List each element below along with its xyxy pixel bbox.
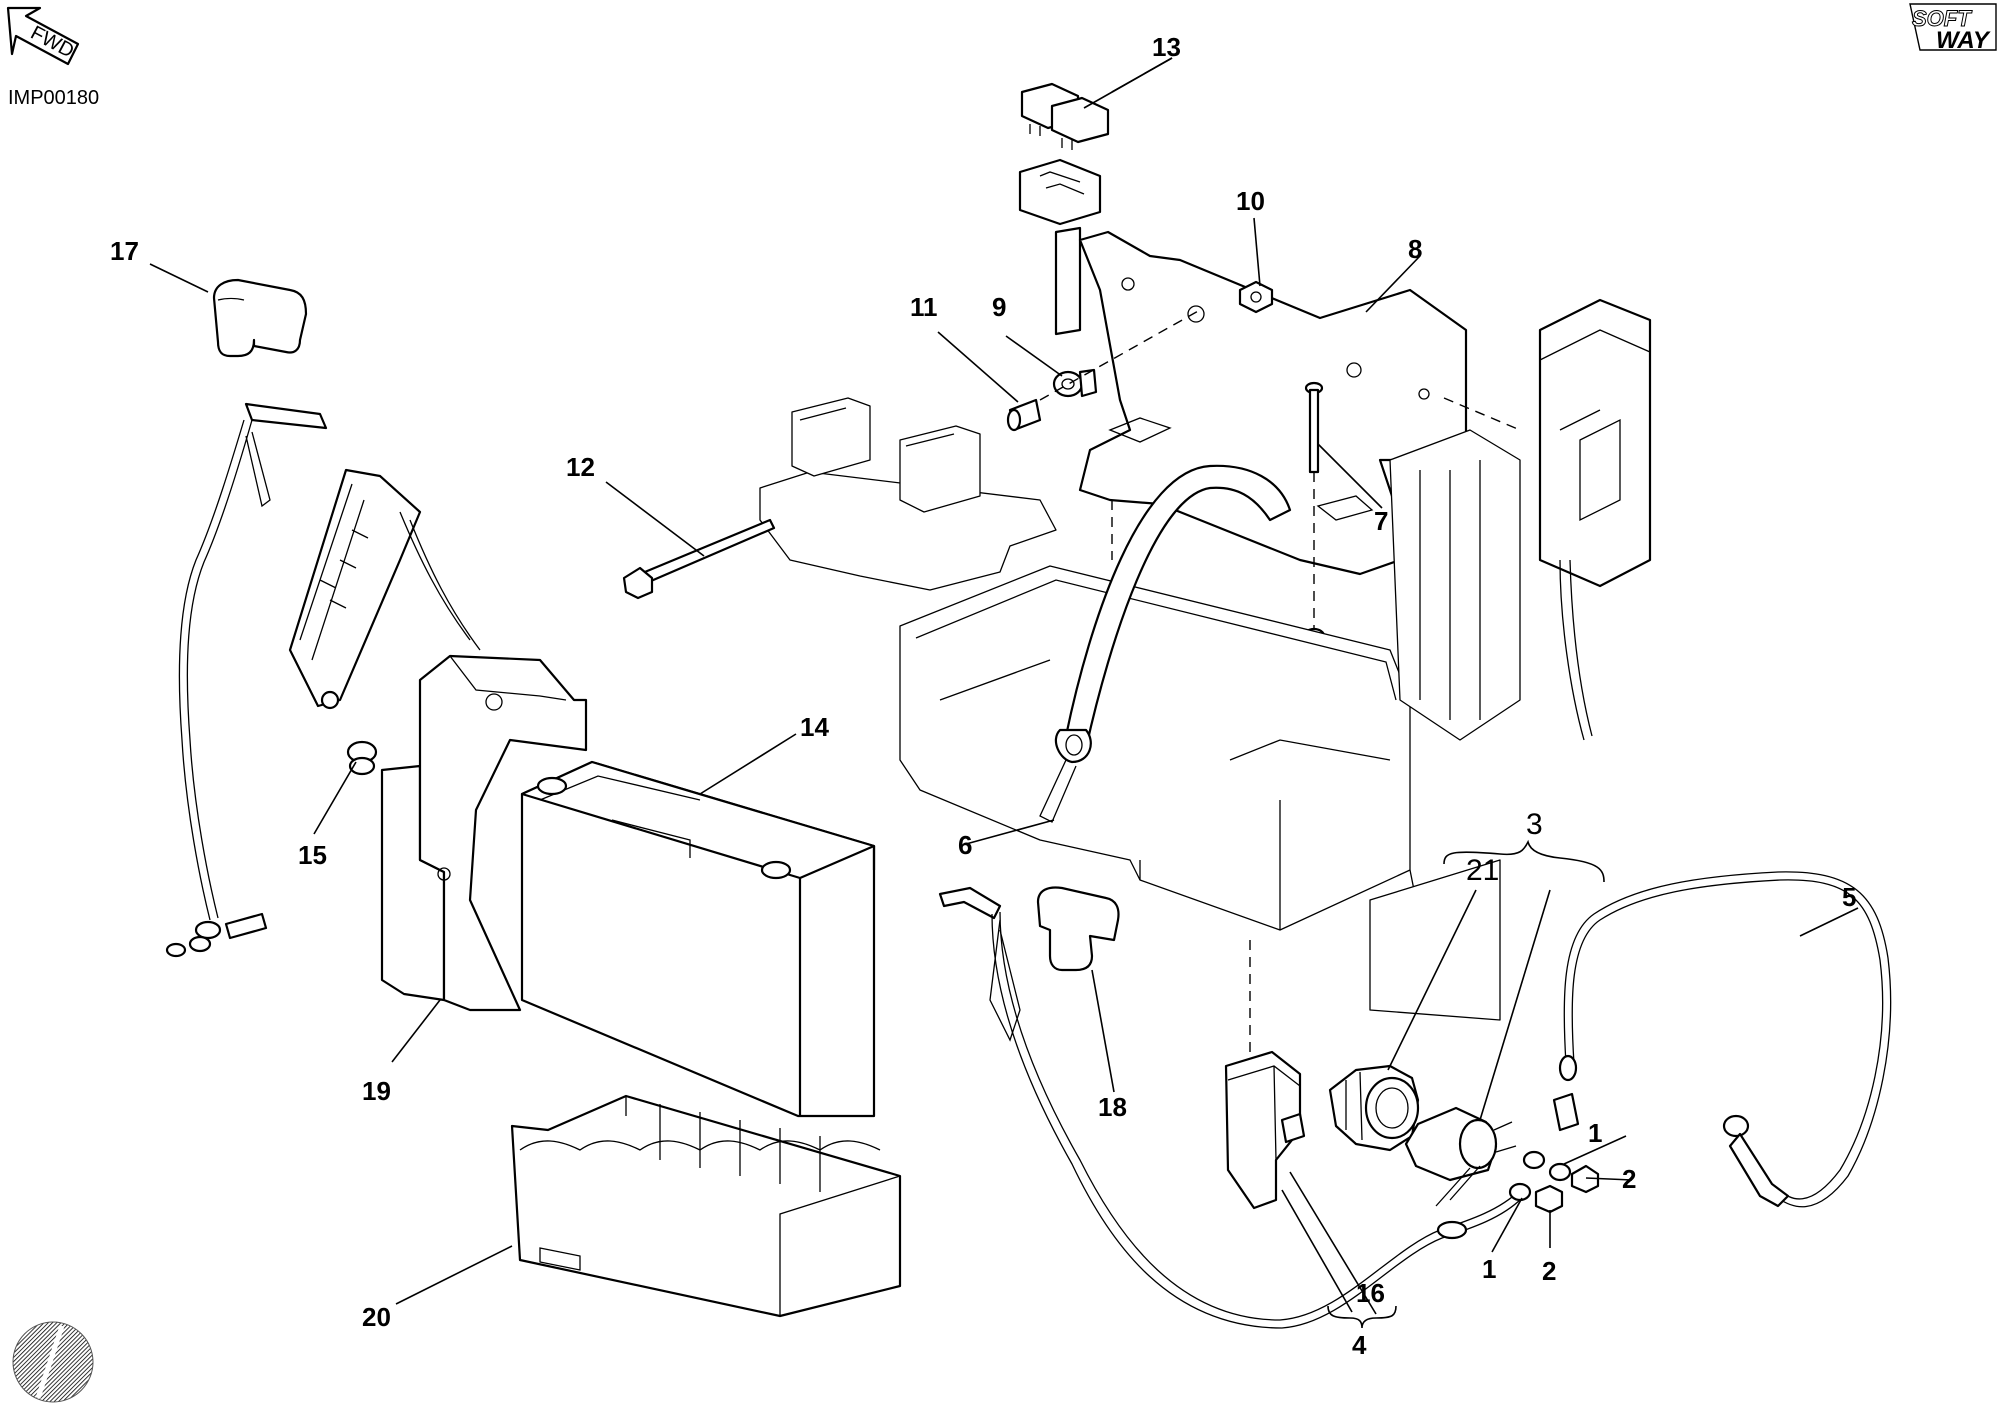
callout-19: 19 bbox=[362, 1076, 391, 1106]
fuse-box bbox=[1538, 298, 1652, 741]
leader-lines bbox=[149, 57, 1859, 1329]
terminal-cap-positive bbox=[1036, 886, 1120, 972]
callout-17: 17 bbox=[110, 236, 139, 266]
frame-section bbox=[1369, 429, 1521, 1021]
svg-text:SOFT: SOFT bbox=[1912, 6, 1972, 31]
washers-nuts bbox=[1508, 1150, 1600, 1214]
battery-tray bbox=[899, 565, 1421, 931]
relay-socket bbox=[1018, 158, 1102, 336]
battery-base bbox=[510, 1094, 902, 1318]
relays bbox=[1020, 82, 1110, 150]
callout-18: 18 bbox=[1098, 1092, 1127, 1122]
terminal-cap bbox=[212, 278, 308, 358]
long-bolt bbox=[622, 518, 776, 600]
callout-13: 13 bbox=[1152, 32, 1181, 62]
drawing-code: IMP00180 bbox=[8, 87, 99, 109]
fwd-arrow-icon: FWD bbox=[6, 6, 80, 66]
battery-holder bbox=[380, 654, 588, 1012]
brand-logo: SOFT WAY bbox=[1909, 3, 1997, 54]
callout-1-lower: 1 bbox=[1482, 1254, 1496, 1284]
battery-strap bbox=[1039, 464, 1292, 823]
callout-15: 15 bbox=[298, 840, 327, 870]
callout-8: 8 bbox=[1408, 234, 1422, 264]
callout-9: 9 bbox=[992, 292, 1006, 322]
hatched-disc-logo bbox=[12, 1321, 94, 1403]
nut bbox=[1238, 280, 1274, 314]
callout-16: 16 bbox=[1356, 1278, 1385, 1308]
callout-11: 11 bbox=[910, 292, 938, 322]
svg-text:WAY: WAY bbox=[1936, 27, 1991, 54]
fuse-holder bbox=[288, 468, 481, 710]
callout-12: 12 bbox=[566, 452, 595, 482]
negative-cable bbox=[165, 402, 328, 958]
callout-2-upper: 2 bbox=[1622, 1164, 1636, 1194]
positive-cable bbox=[938, 886, 1523, 1329]
callout-6: 6 bbox=[958, 830, 972, 860]
grommet bbox=[1052, 368, 1098, 398]
control-unit bbox=[759, 397, 1057, 591]
callout-4: 4 bbox=[1352, 1330, 1367, 1360]
relay-bracket bbox=[1224, 1050, 1306, 1210]
callout-2-lower: 2 bbox=[1542, 1256, 1556, 1286]
callouts: 1 1 2 2 3 4 5 6 7 8 9 10 11 12 13 14 15 … bbox=[110, 32, 1856, 1360]
starter-lead bbox=[1552, 871, 1892, 1208]
callout-20: 20 bbox=[362, 1302, 391, 1332]
callout-14: 14 bbox=[800, 712, 829, 742]
callout-5: 5 bbox=[1842, 882, 1856, 912]
callout-21: 21 bbox=[1466, 854, 1499, 887]
alignment-lines bbox=[1039, 309, 1521, 1054]
callout-3: 3 bbox=[1526, 808, 1543, 841]
spacer bbox=[1006, 398, 1042, 432]
starter-solenoid bbox=[1404, 1106, 1517, 1207]
callout-1-upper: 1 bbox=[1588, 1118, 1602, 1148]
callout-10: 10 bbox=[1236, 186, 1265, 216]
callout-7: 7 bbox=[1374, 506, 1388, 536]
battery bbox=[520, 760, 876, 1118]
rubber-boot bbox=[1328, 1064, 1420, 1152]
